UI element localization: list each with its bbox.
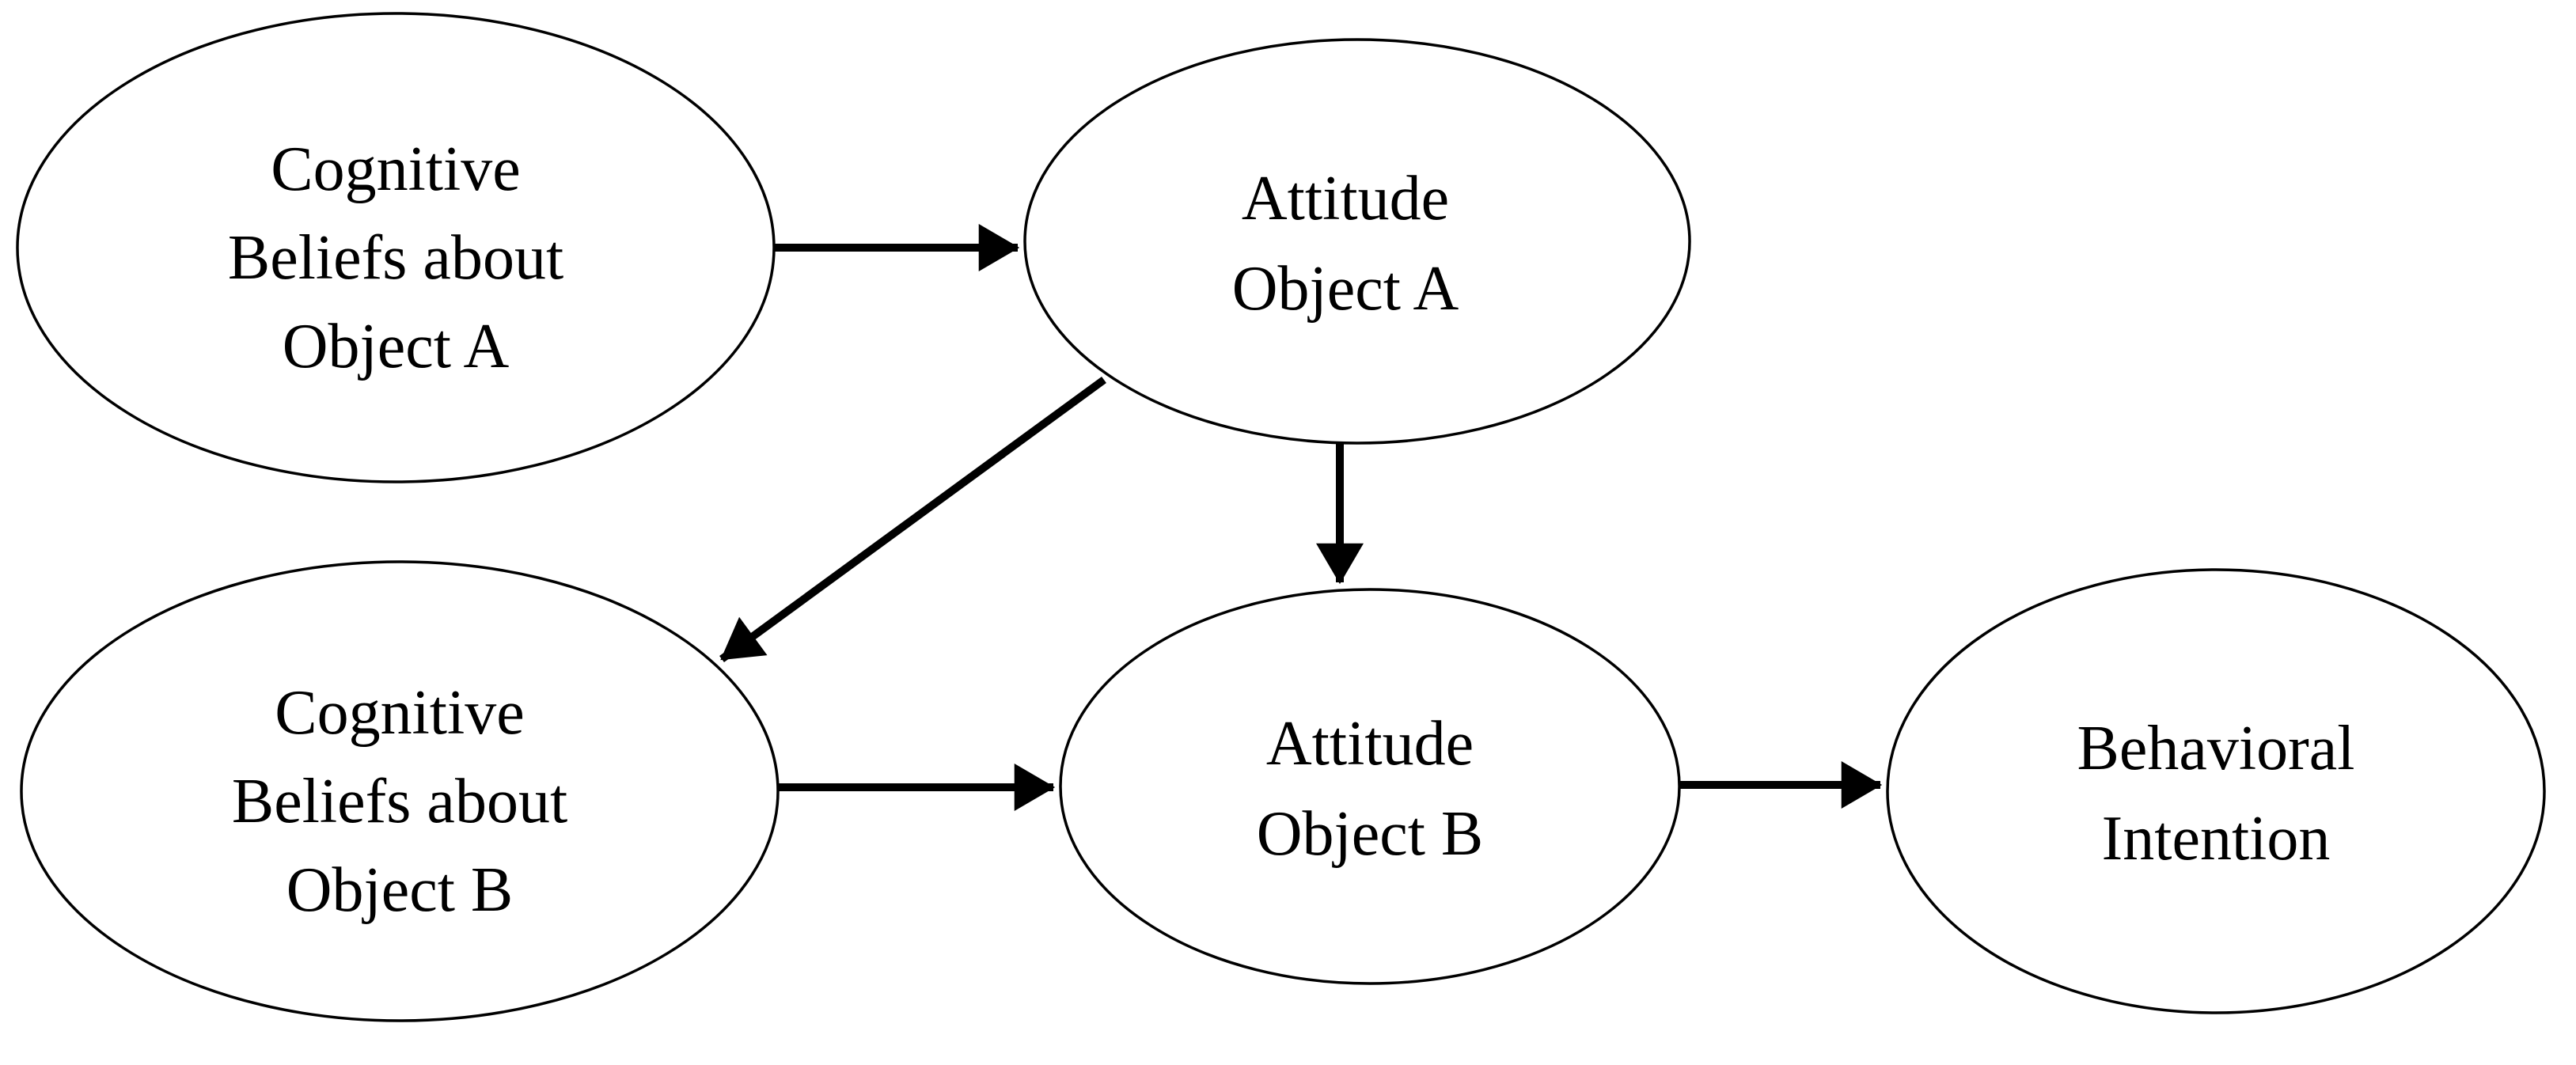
label-attitude-object-a-line-1: Attitude	[1242, 164, 1449, 233]
label-behavioral-intention-line-1: Behavioral	[2077, 714, 2355, 783]
label-attitude-object-b-line-1: Attitude	[1266, 709, 1474, 779]
node-ellipse-behavioral-intention	[1886, 568, 2546, 1014]
label-cognitive-beliefs-object-a-line-3: Object A	[283, 312, 510, 381]
node-ellipse-attitude-object-b	[1059, 588, 1681, 985]
label-cognitive-beliefs-object-a-line-1: Cognitive	[271, 135, 521, 204]
label-attitude-object-a-line-2: Object A	[1232, 254, 1459, 324]
label-cognitive-beliefs-object-b-line-2: Beliefs about	[232, 767, 567, 836]
label-cognitive-beliefs-object-b-line-1: Cognitive	[275, 678, 525, 748]
node-ellipse-cognitive-beliefs-object-a	[16, 12, 776, 483]
label-behavioral-intention-line-2: Intention	[2102, 804, 2331, 874]
node-ellipse-cognitive-beliefs-object-b	[20, 560, 780, 1022]
label-attitude-object-b-line-2: Object B	[1257, 799, 1484, 869]
label-cognitive-beliefs-object-a-line-2: Beliefs about	[228, 223, 563, 293]
arrow-attitude-a-to-beliefs-b	[719, 376, 1106, 663]
node-ellipse-attitude-object-a	[1023, 38, 1691, 445]
label-cognitive-beliefs-object-b-line-3: Object B	[286, 855, 514, 925]
